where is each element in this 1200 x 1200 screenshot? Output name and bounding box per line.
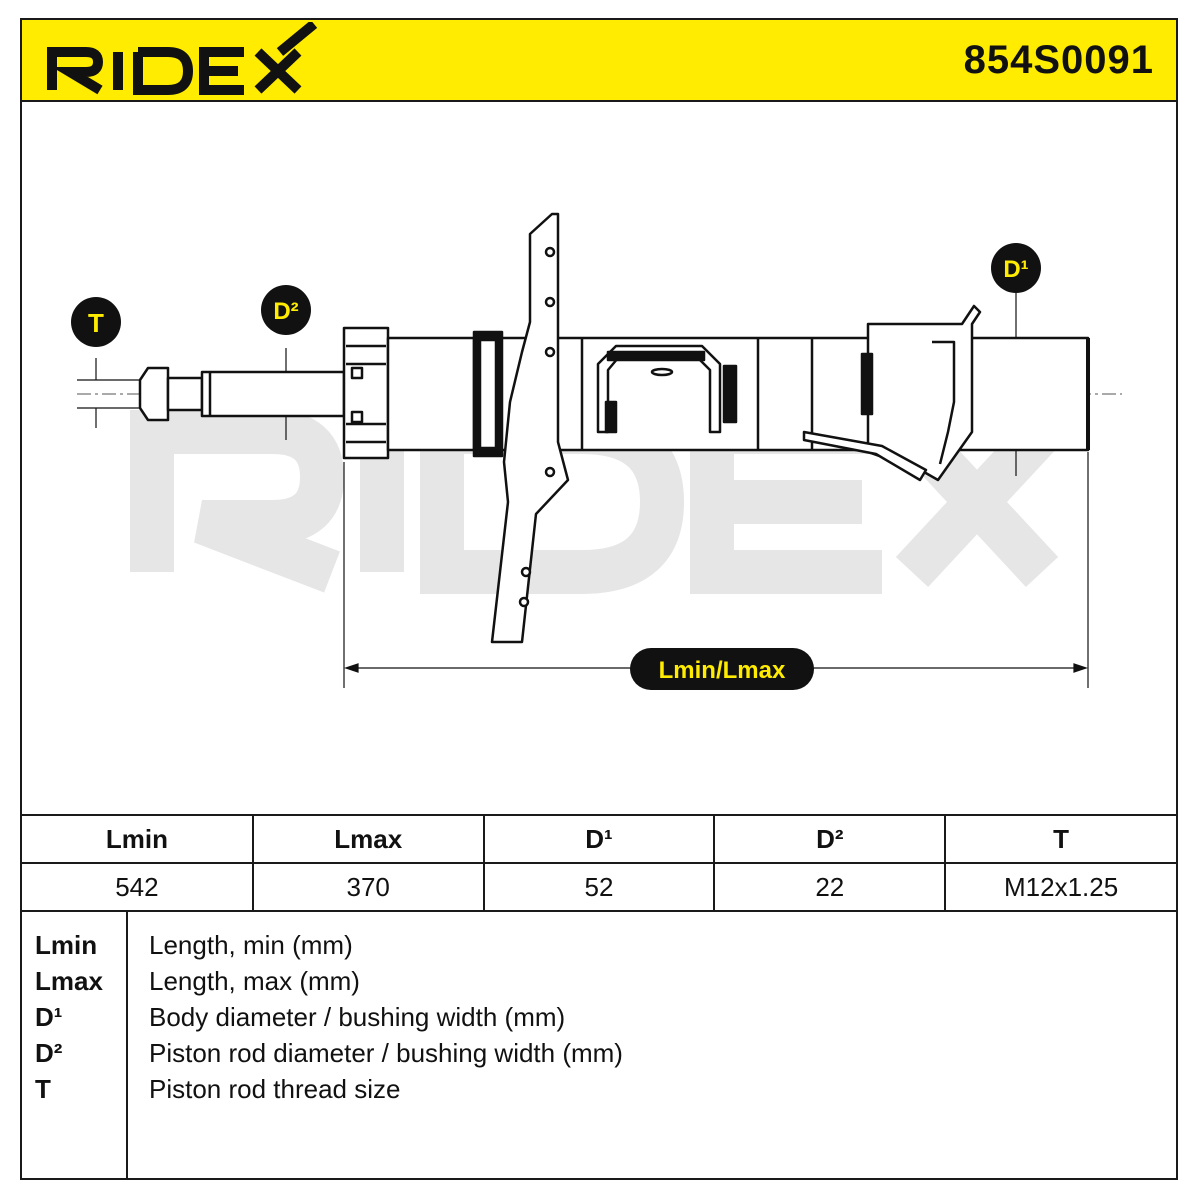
value-t: M12x1.25 <box>944 862 1176 912</box>
legend-desc: Length, max (mm) <box>149 966 360 996</box>
legend-item: T Piston rod thread size <box>22 1074 1176 1110</box>
legend-key: Lmax <box>35 966 103 996</box>
value-d1: 52 <box>482 862 716 912</box>
specs-header-row: Lmin Lmax D¹ D² T <box>22 814 1176 864</box>
label-badge-d1: D¹ <box>991 243 1041 293</box>
technical-drawing: T D² D¹ Lmin/Lmax <box>71 212 1122 690</box>
value-d2: 22 <box>713 862 947 912</box>
label-badge-t: T <box>71 297 121 347</box>
legend-divider <box>126 912 128 1178</box>
label-badge-length: Lmin/Lmax <box>630 648 814 690</box>
value-lmin: 542 <box>22 862 254 912</box>
label-length: Lmin/Lmax <box>659 657 786 684</box>
label-d2: D² <box>273 298 298 325</box>
shock-absorber-outline <box>138 212 1090 644</box>
header-lmin: Lmin <box>22 814 254 864</box>
header-bar: 854S0091 <box>22 20 1176 102</box>
specs-value-row: 542 370 52 22 M12x1.25 <box>22 862 1176 912</box>
header-lmax: Lmax <box>251 814 485 864</box>
value-lmax: 370 <box>251 862 485 912</box>
legend-key: D¹ <box>35 1002 63 1032</box>
label-badge-d2: D² <box>261 285 311 335</box>
legend: Lmin Length, min (mm) Lmax Length, max (… <box>22 912 1176 1178</box>
part-number: 854S0091 <box>963 38 1154 82</box>
legend-item: Lmin Length, min (mm) <box>22 930 1176 966</box>
header-t: T <box>944 814 1176 864</box>
legend-item: D² Piston rod diameter / bushing width (… <box>22 1038 1176 1074</box>
legend-key: T <box>35 1074 51 1104</box>
header-d2: D² <box>713 814 947 864</box>
product-sheet: 854S0091 <box>20 18 1178 1180</box>
legend-item: Lmax Length, max (mm) <box>22 966 1176 1002</box>
header-d1: D¹ <box>482 814 716 864</box>
legend-desc: Piston rod thread size <box>149 1074 401 1104</box>
legend-key: D² <box>35 1038 63 1068</box>
legend-desc: Body diameter / bushing width (mm) <box>149 1002 566 1032</box>
label-d1: D¹ <box>1003 256 1028 283</box>
legend-desc: Piston rod diameter / bushing width (mm) <box>149 1038 623 1068</box>
ridex-logo <box>47 22 318 95</box>
legend-key: Lmin <box>35 930 98 960</box>
legend-desc: Length, min (mm) <box>149 930 353 960</box>
legend-item: D¹ Body diameter / bushing width (mm) <box>22 1002 1176 1038</box>
label-t: T <box>88 308 104 338</box>
specs-table: Lmin Lmax D¹ D² T 542 370 52 22 M12x1.25 <box>22 814 1176 912</box>
